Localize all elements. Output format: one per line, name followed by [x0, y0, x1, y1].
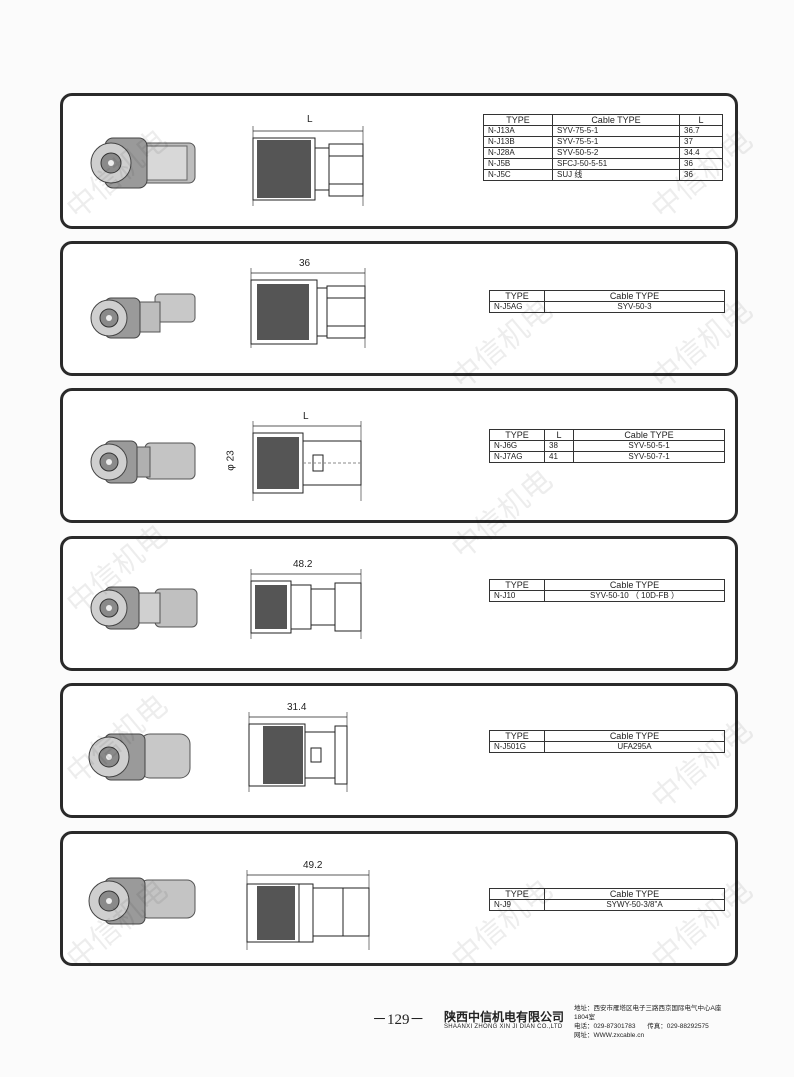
table-cell: SYV-50-3 [544, 301, 725, 313]
product-panel-4: 48.2 TYPE Cable TYPE N-J10 SYV-50-10 （ 1… [60, 536, 738, 671]
spec-table: TYPE Cable TYPE N-J9 SYWY-50-3/8"A [489, 888, 725, 911]
product-panel-5: 31.4 TYPE Cable TYPE N-J501G UFA295A [60, 683, 738, 818]
contact-info: 地址：西安市雁塔区电子三路西京国际电气中心A座1804室 电话：029-8730… [574, 1004, 734, 1040]
table-cell: N-J9 [489, 899, 545, 911]
table-row: N-J28A SYV-50-5-2 34.4 [483, 147, 723, 159]
table-cell: N-J501G [489, 741, 545, 753]
technical-drawing [246, 870, 370, 950]
col-header-type: TYPE [489, 429, 545, 441]
col-header-type: TYPE [489, 730, 545, 742]
product-panel-2: 36 TYPE Cable TYPE N-J5AG SYV-50-3 [60, 241, 738, 376]
dimension-label: 36 [299, 258, 311, 269]
dimension-label: L [307, 114, 313, 125]
col-header-cable: Cable TYPE [573, 429, 725, 441]
connector-photo [88, 733, 191, 781]
connector-photo [90, 586, 198, 630]
spec-table: TYPE Cable TYPE L N-J13A SYV-75-5-1 36.7… [483, 114, 723, 181]
company-name-cn: 陕西中信机电有限公司 [444, 1010, 565, 1024]
table-cell: N-J6G [489, 440, 545, 452]
table-cell: SYV-50-10 （ 10D-FB ） [544, 590, 725, 602]
table-cell: N-J13B [483, 136, 553, 148]
table-row: N-J5C SUJ 线 36 [483, 169, 723, 181]
technical-drawing [252, 421, 362, 501]
table-cell: SYV-50-7-1 [573, 451, 725, 463]
col-header-type: TYPE [489, 579, 545, 591]
connector-photo [90, 137, 196, 189]
connector-photo [88, 877, 196, 925]
table-row: N-J5B SFCJ-50-5-51 36 [483, 158, 723, 170]
table-row: N-J9 SYWY-50-3/8"A [489, 899, 725, 911]
technical-drawing [250, 569, 362, 639]
phone-fax-line: 电话：029-87301783 传真：029-88292575 [574, 1022, 734, 1031]
col-header-length: L [544, 429, 574, 441]
table-row: N-J10 SYV-50-10 （ 10D-FB ） [489, 590, 725, 602]
col-header-type: TYPE [489, 290, 545, 302]
product-panel-6: 49.2 TYPE Cable TYPE N-J9 SYWY-50-3/8"A [60, 831, 738, 966]
col-header-cable: Cable TYPE [544, 579, 725, 591]
technical-drawing [248, 712, 348, 792]
connector-photo [90, 293, 196, 339]
table-cell: SYV-75-5-1 [552, 136, 680, 148]
spec-table: TYPE Cable TYPE N-J501G UFA295A [489, 730, 725, 753]
col-header-type: TYPE [483, 114, 553, 126]
dimension-label: 49.2 [303, 860, 323, 871]
table-row: N-J5AG SYV-50-3 [489, 301, 725, 313]
table-cell: 36.7 [679, 125, 723, 137]
table-cell: N-J5C [483, 169, 553, 181]
spec-table: TYPE Cable TYPE N-J10 SYV-50-10 （ 10D-FB… [489, 579, 725, 602]
technical-drawing [250, 268, 366, 348]
col-header-cable: Cable TYPE [552, 114, 680, 126]
table-cell: N-J5AG [489, 301, 545, 313]
table-row: N-J501G UFA295A [489, 741, 725, 753]
table-cell: 41 [544, 451, 574, 463]
table-cell: 36 [679, 169, 723, 181]
table-row: N-J13B SYV-75-5-1 37 [483, 136, 723, 148]
table-cell: N-J28A [483, 147, 553, 159]
table-cell: 36 [679, 158, 723, 170]
spec-table: TYPE Cable TYPE N-J5AG SYV-50-3 [489, 290, 725, 313]
col-header-type: TYPE [489, 888, 545, 900]
table-cell: 37 [679, 136, 723, 148]
table-cell: 38 [544, 440, 574, 452]
col-header-cable: Cable TYPE [544, 888, 725, 900]
page-footer: －129－ 陕西中信机电有限公司 SHAANXI ZHONG XIN JI DI… [0, 1002, 794, 1062]
table-row: N-J6G 38 SYV-50-5-1 [489, 440, 725, 452]
table-cell: SYV-50-5-2 [552, 147, 680, 159]
fax: 传真：029-88292575 [647, 1023, 709, 1030]
table-cell: N-J13A [483, 125, 553, 137]
table-cell: SFCJ-50-5-51 [552, 158, 680, 170]
dimension-label: 48.2 [293, 559, 313, 570]
table-cell: N-J7AG [489, 451, 545, 463]
connector-photo [90, 440, 196, 484]
table-cell: SYV-50-5-1 [573, 440, 725, 452]
table-row: N-J7AG 41 SYV-50-7-1 [489, 451, 725, 463]
col-header-cable: Cable TYPE [544, 730, 725, 742]
product-panel-3: L φ 23 TYPE L Cable TYPE N-J6G 38 SYV-50… [60, 388, 738, 523]
table-cell: N-J10 [489, 590, 545, 602]
col-header-cable: Cable TYPE [544, 290, 725, 302]
col-header-length: L [679, 114, 723, 126]
table-cell: 34.4 [679, 147, 723, 159]
company-name-en: SHAANXI ZHONG XIN JI DIAN CO.,LTD [444, 1024, 563, 1030]
product-panel-1: L TYPE Cable TYPE L N-J13A SYV-75-5-1 36… [60, 93, 738, 229]
dimension-label: 31.4 [287, 702, 307, 713]
diameter-label: φ 23 [225, 450, 237, 471]
table-cell: N-J5B [483, 158, 553, 170]
table-cell: SYWY-50-3/8"A [544, 899, 725, 911]
address: 地址：西安市雁塔区电子三路西京国际电气中心A座1804室 [574, 1005, 722, 1021]
phone: 电话：029-87301783 [574, 1023, 636, 1030]
website: 网址：WWW.zxcable.cn [574, 1032, 645, 1039]
table-row: N-J13A SYV-75-5-1 36.7 [483, 125, 723, 137]
technical-drawing [252, 126, 364, 206]
table-cell: SYV-75-5-1 [552, 125, 680, 137]
spec-table: TYPE L Cable TYPE N-J6G 38 SYV-50-5-1 N-… [489, 429, 725, 463]
table-cell: UFA295A [544, 741, 725, 753]
page-number: －129－ [372, 1012, 425, 1028]
dimension-label: L [303, 411, 309, 422]
table-cell: SUJ 线 [552, 169, 680, 181]
